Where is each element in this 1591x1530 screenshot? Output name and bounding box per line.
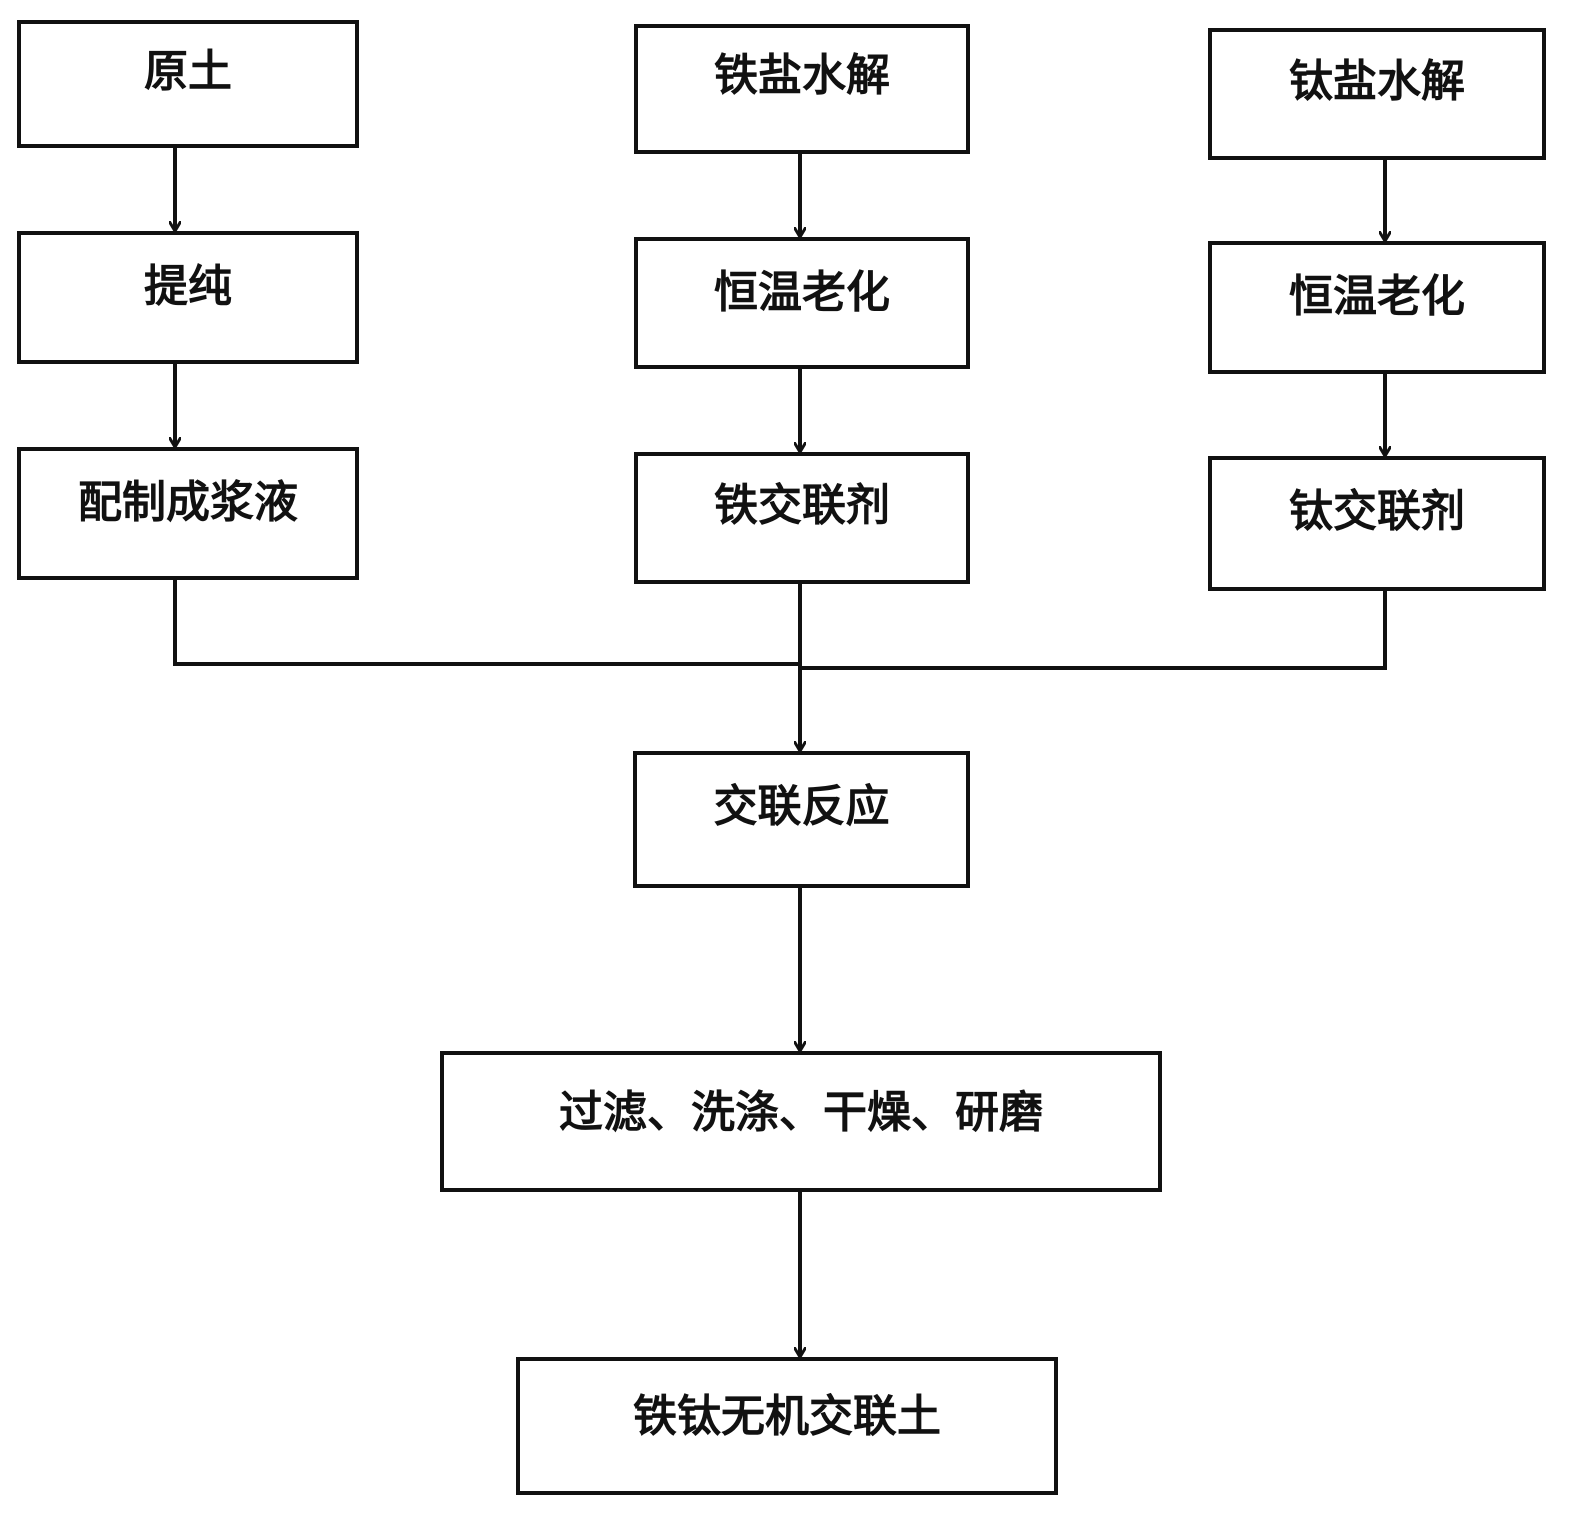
step-slurry: 配制成浆液 — [17, 447, 359, 580]
step-iron-crosslinker: 铁交联剂 — [634, 452, 970, 584]
step-raw-clay: 原土 — [17, 20, 359, 148]
step-label: 铁交联剂 — [714, 480, 890, 531]
step-purification: 提纯 — [17, 231, 359, 364]
step-label: 配制成浆液 — [78, 477, 298, 528]
step-label: 原土 — [144, 46, 232, 97]
step-label: 钛盐水解 — [1289, 56, 1465, 107]
step-iron-aging: 恒温老化 — [634, 237, 970, 369]
step-label: 恒温老化 — [1289, 271, 1465, 322]
step-iron-hydrolysis: 铁盐水解 — [634, 24, 970, 154]
step-titanium-hydrolysis: 钛盐水解 — [1208, 28, 1546, 160]
merge-line-left — [173, 578, 800, 666]
step-label: 交联反应 — [713, 781, 890, 832]
step-label: 提纯 — [144, 261, 232, 312]
step-final-product: 铁钛无机交联土 — [516, 1357, 1058, 1495]
step-label: 铁钛无机交联土 — [633, 1391, 941, 1442]
step-titanium-crosslinker: 钛交联剂 — [1208, 456, 1546, 591]
step-titanium-aging: 恒温老化 — [1208, 241, 1546, 374]
step-label: 恒温老化 — [714, 267, 890, 318]
step-crosslinking-reaction: 交联反应 — [633, 751, 970, 888]
step-post-processing: 过滤、洗涤、干燥、研磨 — [440, 1051, 1162, 1192]
step-label: 过滤、洗涤、干燥、研磨 — [559, 1087, 1043, 1138]
step-label: 钛交联剂 — [1289, 486, 1465, 537]
step-label: 铁盐水解 — [714, 50, 890, 101]
merge-line-right — [800, 589, 1387, 670]
